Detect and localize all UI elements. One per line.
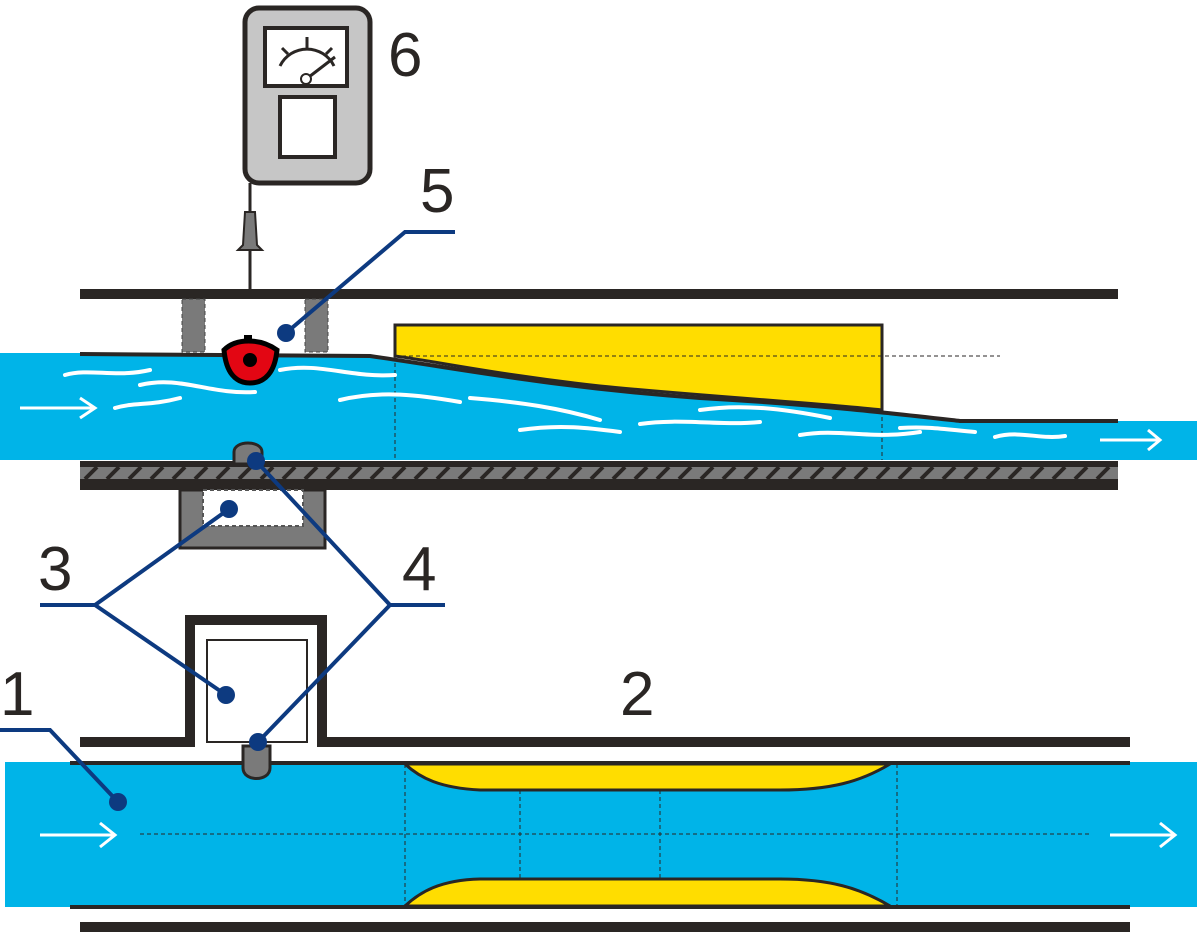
hatch-line [501, 465, 517, 481]
hatch-line [1095, 465, 1111, 481]
hatch-line [347, 465, 363, 481]
hatch-line [545, 465, 561, 481]
hatch-line [303, 465, 319, 481]
hatch-line [1051, 465, 1067, 481]
water-surface [79, 352, 1118, 423]
hatch-line [875, 465, 891, 481]
hatch-line [149, 465, 165, 481]
hatch-line [787, 465, 803, 481]
channel-wall-bottom [80, 922, 1130, 932]
hatch-line [633, 465, 649, 481]
sediment-top [393, 323, 884, 412]
hatch-line [985, 465, 1001, 481]
waves [63, 365, 1067, 439]
hatch-line [457, 465, 473, 481]
leader-dots [109, 324, 295, 811]
hatch-line [941, 465, 957, 481]
hatch-line [523, 465, 539, 481]
channel-wall-top [80, 615, 1130, 747]
hatch-line [1029, 465, 1045, 481]
hatch-line [897, 465, 913, 481]
bottom-section [5, 615, 1197, 932]
label-3: 3 [38, 535, 72, 604]
hatch-line [391, 465, 407, 481]
hatch-line [281, 465, 297, 481]
label-6: 6 [388, 21, 422, 90]
hatch-line [677, 465, 693, 481]
float-icon [221, 335, 280, 386]
hatch-line [325, 465, 341, 481]
flow-arrow-in-top [20, 396, 98, 420]
hatch-line [413, 465, 429, 481]
hatch-line [237, 465, 253, 481]
hatch-line [721, 465, 737, 481]
flow-arrow-in-bottom [40, 821, 118, 849]
hatch-line [479, 465, 495, 481]
flow-arrow-out-bottom [1110, 821, 1178, 849]
sediment-bottom-lower [401, 877, 896, 908]
hatch-line [127, 465, 143, 481]
hatch-line [743, 465, 759, 481]
label-2: 2 [620, 660, 654, 729]
hatch-line [919, 465, 935, 481]
label-1: 1 [0, 660, 34, 729]
hatch-line [853, 465, 869, 481]
hatch-line [655, 465, 671, 481]
pier-left [181, 298, 206, 353]
hatch-line [611, 465, 627, 481]
flow-arrow-out-top [1100, 428, 1163, 452]
hatch-line [1073, 465, 1089, 481]
hatch-line [193, 465, 209, 481]
sediment-bottom-upper [401, 762, 896, 792]
label-4: 4 [402, 535, 436, 604]
hatch-line [567, 465, 583, 481]
velocity-sensor-plan [241, 744, 272, 780]
hatch-line [83, 465, 99, 481]
top-section [0, 5, 1197, 550]
label-5: 5 [420, 157, 454, 226]
leader-lines [0, 230, 455, 804]
hatch-line [215, 465, 231, 481]
hatch-line [1007, 465, 1023, 481]
hatch-line [809, 465, 825, 481]
hatch-line [963, 465, 979, 481]
hatch-line [589, 465, 605, 481]
hatch-line [369, 465, 385, 481]
hatch-line [105, 465, 121, 481]
hatch-line [171, 465, 187, 481]
meter-icon [235, 5, 373, 289]
hatch-line [765, 465, 781, 481]
hatch-line [699, 465, 715, 481]
hatch-line [435, 465, 451, 481]
hatch-line [831, 465, 847, 481]
bridge-deck [80, 289, 1118, 299]
